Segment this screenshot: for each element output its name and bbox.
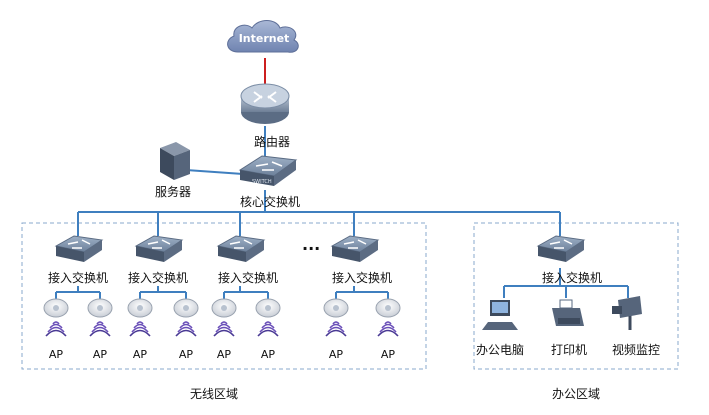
ap-branches <box>55 286 389 300</box>
internet-cloud: Internet <box>227 20 299 53</box>
more-switches-ellipsis: ··· <box>302 239 320 258</box>
access-point: AP <box>43 298 69 361</box>
switch-icon <box>330 235 380 262</box>
cloud-icon <box>227 20 299 53</box>
router-label: 路由器 <box>254 134 290 149</box>
wifi-signal-icon <box>257 321 279 337</box>
wireless-zone-label: 无线区域 <box>190 387 238 401</box>
access-point-icon <box>87 298 113 318</box>
router-icon <box>240 83 290 124</box>
wifi-signal-icon <box>45 321 67 337</box>
printer-icon <box>552 299 584 326</box>
access-point-icon <box>211 298 237 318</box>
access-point-icon <box>127 298 153 318</box>
server-icon <box>160 142 190 180</box>
wireless-zone-border <box>21 222 427 370</box>
access-point-icon <box>323 298 349 318</box>
access-point-icon <box>255 298 281 318</box>
access-switch-3: 接入交换机 AP AP <box>211 235 281 361</box>
router: 路由器 <box>240 83 290 149</box>
access-switch-1: 接入交换机 AP AP <box>43 235 113 361</box>
core-switch-label: 核心交换机 <box>240 194 300 209</box>
ap-label: AP <box>133 348 148 361</box>
office-computer-label: 办公电脑 <box>476 342 524 357</box>
server: 服务器 <box>155 142 191 199</box>
office-printer-label: 打印机 <box>551 343 587 357</box>
access-switch-2: 接入交换机 AP AP <box>127 235 199 361</box>
access-switch-label: 接入交换机 <box>218 270 278 285</box>
ap-label: AP <box>261 348 276 361</box>
access-point: AP <box>375 298 401 361</box>
ap-label: AP <box>179 348 194 361</box>
office-camera-label: 视频监控 <box>612 342 660 357</box>
ap-label: AP <box>329 348 344 361</box>
switch-icon <box>54 235 104 262</box>
access-switch-label: 接入交换机 <box>332 270 392 285</box>
ap-label: AP <box>93 348 108 361</box>
wifi-signal-icon <box>175 321 197 337</box>
ap-label: AP <box>49 348 64 361</box>
access-point: AP <box>87 298 113 361</box>
camera-icon <box>612 296 642 330</box>
office-computer: 办公电脑 <box>476 300 524 357</box>
access-point-icon <box>375 298 401 318</box>
switch-icon <box>216 235 266 262</box>
access-switch-label: 接入交换机 <box>48 270 108 285</box>
office-camera: 视频监控 <box>612 296 660 357</box>
wifi-signal-icon <box>325 321 347 337</box>
wifi-signal-icon <box>213 321 235 337</box>
access-switch-4: 接入交换机 AP AP <box>323 235 401 361</box>
office-zone-label: 办公区域 <box>552 386 600 401</box>
office-branches <box>503 268 629 298</box>
access-point-icon <box>173 298 199 318</box>
access-point: AP <box>211 298 237 361</box>
office-zone-border <box>473 222 679 370</box>
server-label: 服务器 <box>155 184 191 199</box>
ap-label: AP <box>217 348 232 361</box>
switch-icon <box>134 235 184 262</box>
computer-icon <box>482 300 518 330</box>
core-switch: SWITCH 核心交换机 <box>238 155 300 209</box>
access-point: AP <box>173 298 199 361</box>
office-printer: 打印机 <box>551 299 587 357</box>
office-access-switch: 接入交换机 <box>536 235 602 285</box>
access-point-icon <box>43 298 69 318</box>
access-point: AP <box>255 298 281 361</box>
ap-label: AP <box>381 348 396 361</box>
office-access-switch-label: 接入交换机 <box>542 270 602 285</box>
access-point: AP <box>323 298 349 361</box>
wifi-signal-icon <box>377 321 399 337</box>
server-core-link <box>185 169 244 175</box>
access-point: AP <box>127 298 153 361</box>
switch-badge: SWITCH <box>252 179 272 185</box>
wifi-signal-icon <box>89 321 111 337</box>
wifi-signal-icon <box>129 321 151 337</box>
cloud-label: Internet <box>239 32 290 45</box>
switch-icon <box>536 235 586 262</box>
switch-icon <box>238 155 298 186</box>
access-switch-label: 接入交换机 <box>128 270 188 285</box>
